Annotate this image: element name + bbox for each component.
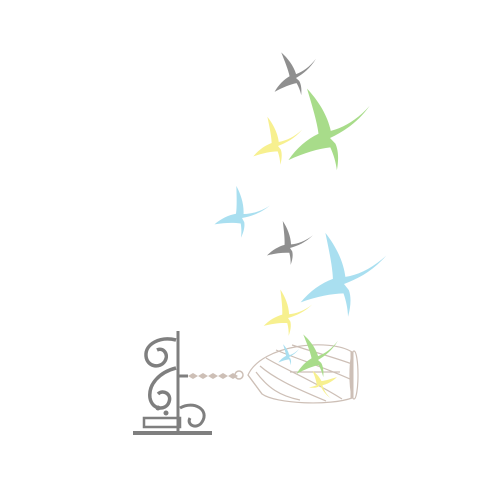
hanging-chain bbox=[188, 370, 244, 380]
bracket-foot bbox=[142, 416, 182, 429]
cage-base-ring bbox=[349, 350, 359, 400]
chain-links bbox=[188, 373, 238, 379]
cage-hook-ring bbox=[234, 370, 244, 380]
bracket-dot-2 bbox=[163, 410, 169, 416]
birdcage-bracket bbox=[133, 331, 212, 435]
bracket-scroll-lower bbox=[179, 403, 206, 428]
bracket-scroll-upper bbox=[144, 337, 177, 368]
cage-bar-1 bbox=[255, 371, 301, 401]
cage-bar-2 bbox=[259, 365, 327, 402]
cage-bar-3 bbox=[265, 357, 343, 400]
cage-rim-left bbox=[247, 374, 263, 395]
bracket-dot-1 bbox=[155, 405, 161, 411]
